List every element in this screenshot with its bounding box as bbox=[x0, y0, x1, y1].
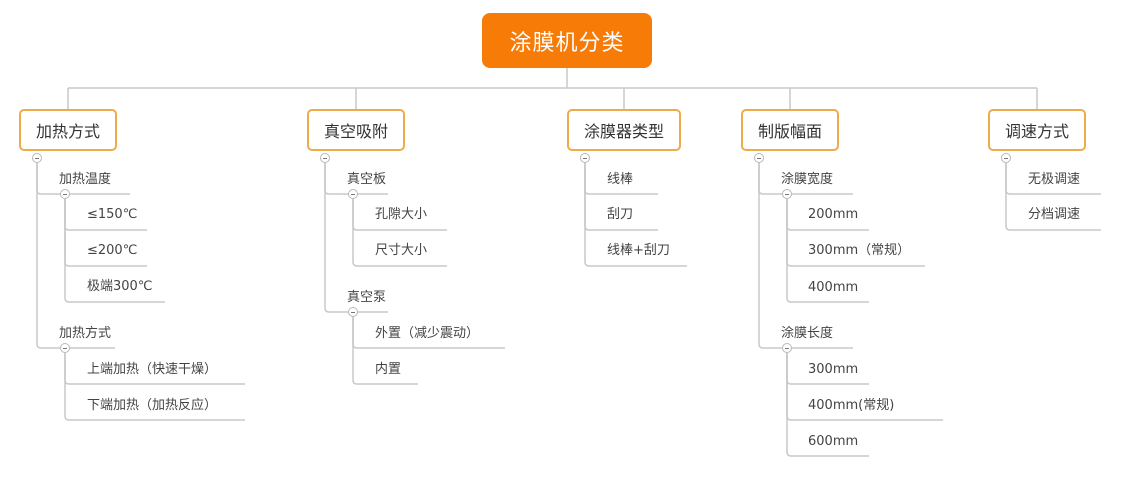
connector-line bbox=[352, 199, 447, 267]
connector-line bbox=[786, 199, 869, 303]
node-leaf[interactable]: 分档调速 bbox=[1028, 207, 1081, 222]
node-coating-length[interactable]: 涂膜长度 bbox=[781, 326, 834, 341]
node-leaf[interactable]: 400mm bbox=[808, 280, 859, 295]
node-leaf[interactable]: 200mm bbox=[808, 207, 859, 222]
collapse-toggle-icon[interactable] bbox=[320, 153, 330, 163]
node-leaf[interactable]: 300mm bbox=[808, 362, 859, 377]
node-leaf[interactable]: 600mm bbox=[808, 434, 859, 449]
node-leaf[interactable]: 孔隙大小 bbox=[375, 207, 428, 222]
collapse-toggle-icon[interactable] bbox=[60, 343, 70, 353]
collapse-toggle-icon[interactable] bbox=[782, 343, 792, 353]
collapse-toggle-icon[interactable] bbox=[754, 153, 764, 163]
node-leaf[interactable]: 上端加热（快速干燥） bbox=[87, 362, 218, 377]
connector-line bbox=[324, 163, 388, 313]
collapse-toggle-icon[interactable] bbox=[1001, 153, 1011, 163]
connector-line bbox=[64, 199, 165, 303]
connector-line bbox=[64, 353, 245, 421]
node-leaf[interactable]: 极端300℃ bbox=[87, 279, 153, 294]
node-leaf[interactable]: 刮刀 bbox=[607, 207, 634, 222]
connector-line bbox=[1005, 163, 1101, 231]
node-vacuum-plate[interactable]: 真空板 bbox=[347, 172, 387, 187]
node-leaf[interactable]: 内置 bbox=[375, 362, 402, 377]
node-leaf[interactable]: ≤200℃ bbox=[87, 243, 138, 258]
collapse-toggle-icon[interactable] bbox=[348, 307, 358, 317]
node-leaf[interactable]: 外置（减少震动） bbox=[375, 326, 480, 341]
node-leaf[interactable]: 线棒+刮刀 bbox=[607, 243, 670, 258]
root-node[interactable]: 涂膜机分类 bbox=[482, 13, 652, 68]
connector-line bbox=[584, 163, 687, 267]
connector-line bbox=[36, 163, 115, 349]
connector-line bbox=[352, 317, 418, 385]
collapse-toggle-icon[interactable] bbox=[60, 189, 70, 199]
node-leaf[interactable]: 尺寸大小 bbox=[375, 243, 428, 258]
node-leaf[interactable]: ≤150℃ bbox=[87, 207, 138, 222]
node-coating-width[interactable]: 涂膜宽度 bbox=[781, 172, 834, 187]
connector-line bbox=[786, 353, 869, 457]
node-leaf[interactable]: 下端加热（加热反应） bbox=[87, 398, 218, 413]
category-heating-method[interactable]: 加热方式 bbox=[19, 109, 117, 151]
node-leaf[interactable]: 300mm（常规） bbox=[808, 243, 911, 258]
node-leaf[interactable]: 400mm(常规) bbox=[808, 398, 895, 413]
node-heating-method[interactable]: 加热方式 bbox=[59, 326, 112, 341]
category-coater-type[interactable]: 涂膜器类型 bbox=[567, 109, 681, 151]
connector-line bbox=[758, 163, 853, 349]
collapse-toggle-icon[interactable] bbox=[580, 153, 590, 163]
node-vacuum-pump[interactable]: 真空泵 bbox=[347, 290, 387, 305]
node-heating-temperature[interactable]: 加热温度 bbox=[59, 172, 112, 187]
node-leaf[interactable]: 线棒 bbox=[607, 172, 634, 187]
collapse-toggle-icon[interactable] bbox=[32, 153, 42, 163]
collapse-toggle-icon[interactable] bbox=[782, 189, 792, 199]
category-vacuum-adsorption[interactable]: 真空吸附 bbox=[307, 109, 405, 151]
category-speed-control[interactable]: 调速方式 bbox=[988, 109, 1086, 151]
node-leaf[interactable]: 无极调速 bbox=[1028, 172, 1081, 187]
category-plate-size[interactable]: 制版幅面 bbox=[741, 109, 839, 151]
collapse-toggle-icon[interactable] bbox=[348, 189, 358, 199]
